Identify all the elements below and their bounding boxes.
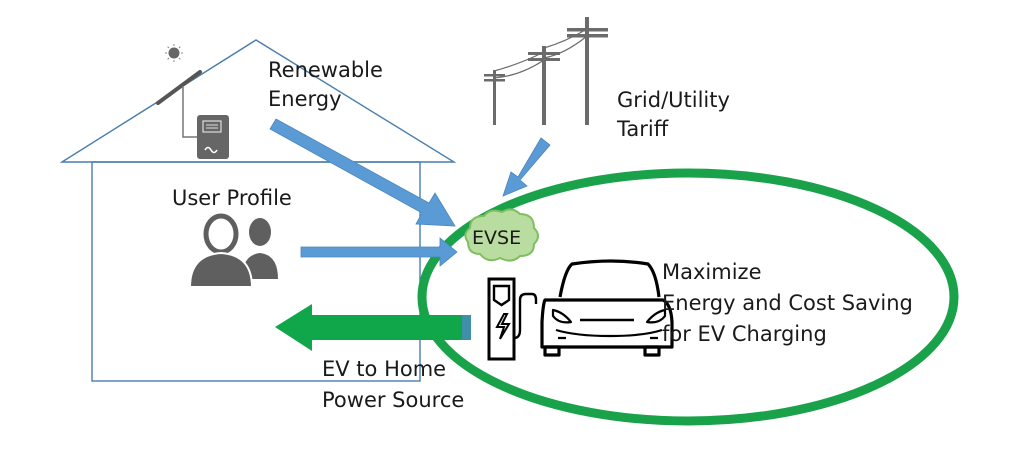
solar-panel-icon bbox=[156, 70, 202, 138]
sun-icon bbox=[165, 44, 183, 62]
goal-line-2: Energy and Cost Saving bbox=[662, 291, 913, 315]
user-profile-label: User Profile bbox=[172, 186, 292, 210]
inverter-icon bbox=[197, 115, 229, 159]
grid-tariff-label: Grid/Utility Tariff bbox=[617, 86, 730, 144]
evse-cloud-icon bbox=[464, 208, 539, 262]
house-roof bbox=[59, 39, 457, 163]
arrow-renewable-to-evse bbox=[269, 118, 456, 227]
renewable-line-1: Renewable bbox=[268, 58, 383, 82]
evse-label: EVSE bbox=[472, 227, 522, 249]
grid-line-1: Grid/Utility bbox=[617, 88, 730, 112]
arrow-ev-to-home-tail bbox=[462, 315, 471, 340]
goal-label: Maximize Energy and Cost Saving for EV C… bbox=[662, 257, 913, 350]
arrow-user-to-evse bbox=[300, 237, 458, 267]
v2h-line-1: EV to Home bbox=[322, 357, 447, 381]
renewable-energy-label: Renewable Energy bbox=[268, 56, 383, 114]
goal-line-3: for EV Charging bbox=[662, 322, 827, 346]
house-body bbox=[91, 161, 421, 382]
goal-ellipse bbox=[417, 168, 959, 426]
arrows bbox=[269, 118, 551, 267]
grid-line-2: Tariff bbox=[617, 117, 669, 141]
goal-line-1: Maximize bbox=[662, 260, 762, 284]
power-poles-icon bbox=[484, 17, 608, 125]
v2h-line-2: Power Source bbox=[322, 388, 465, 412]
arrow-ev-to-home bbox=[275, 304, 470, 351]
users-icon bbox=[188, 213, 278, 288]
ev-to-home-label: EV to Home Power Source bbox=[322, 354, 464, 416]
ev-charger-icon bbox=[487, 277, 538, 361]
arrow-grid-to-evse bbox=[502, 137, 551, 197]
car-icon bbox=[540, 259, 674, 357]
renewable-line-2: Energy bbox=[268, 87, 342, 111]
